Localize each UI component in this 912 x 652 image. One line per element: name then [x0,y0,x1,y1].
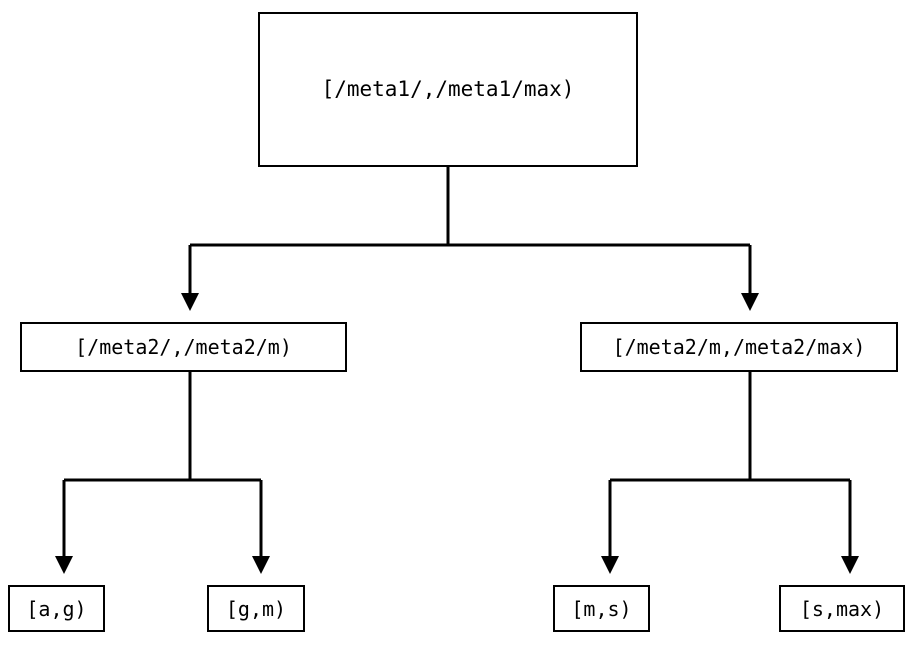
arrowhead-to-leaf-smax [841,556,859,574]
tree-node-root-label: [/meta1/,/meta1/max) [321,77,575,101]
tree-node-leaf-smax[interactable]: [s,max) [779,585,905,632]
arrowhead-to-meta2-high [741,293,759,311]
tree-node-leaf-ms[interactable]: [m,s) [553,585,650,632]
tree-node-meta2-high[interactable]: [/meta2/m,/meta2/max) [580,322,898,372]
tree-node-meta2-low-label: [/meta2/,/meta2/m) [75,335,292,359]
tree-node-leaf-ag[interactable]: [a,g) [8,585,105,632]
tree-node-meta2-high-label: [/meta2/m,/meta2/max) [612,335,866,359]
arrowhead-to-leaf-gm [252,556,270,574]
tree-node-leaf-gm-label: [g,m) [225,596,287,621]
tree-node-leaf-ag-label: [a,g) [26,596,87,621]
arrowhead-to-meta2-low [181,293,199,311]
tree-node-leaf-ms-label: [m,s) [571,596,632,621]
arrowhead-to-leaf-ag [55,556,73,574]
arrowhead-to-leaf-ms [601,556,619,574]
tree-node-leaf-gm[interactable]: [g,m) [207,585,305,632]
tree-node-meta2-low[interactable]: [/meta2/,/meta2/m) [20,322,347,372]
tree-node-leaf-smax-label: [s,max) [799,596,885,621]
tree-node-root[interactable]: [/meta1/,/meta1/max) [258,12,638,167]
